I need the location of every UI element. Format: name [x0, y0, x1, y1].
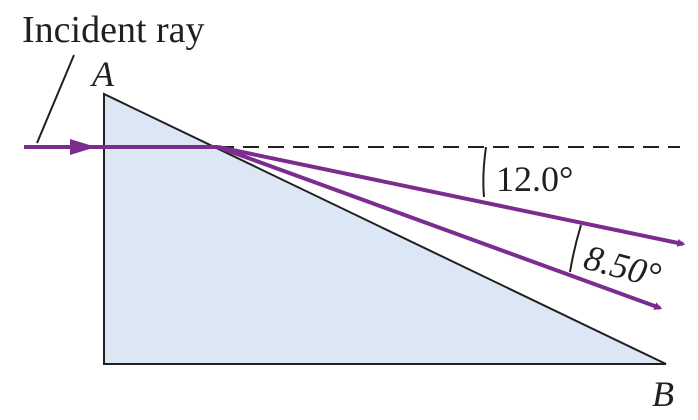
incident-ray-leader-line — [36, 54, 75, 144]
vertex-b-label: B — [652, 374, 674, 414]
prism-triangle — [103, 92, 667, 365]
angle-label-upper: 12.0° — [496, 159, 573, 199]
incident-ray-arrowhead — [70, 139, 96, 155]
upper-refracted-ray — [217, 145, 686, 247]
angle-arc-12 — [482, 146, 487, 198]
lower-refracted-ray — [217, 145, 663, 310]
angle-arc-8-50 — [569, 224, 582, 273]
incident-ray-label: Incident ray — [22, 9, 205, 51]
angle-label-lower: 8.50° — [580, 237, 665, 296]
vertex-a-label: A — [90, 54, 115, 94]
